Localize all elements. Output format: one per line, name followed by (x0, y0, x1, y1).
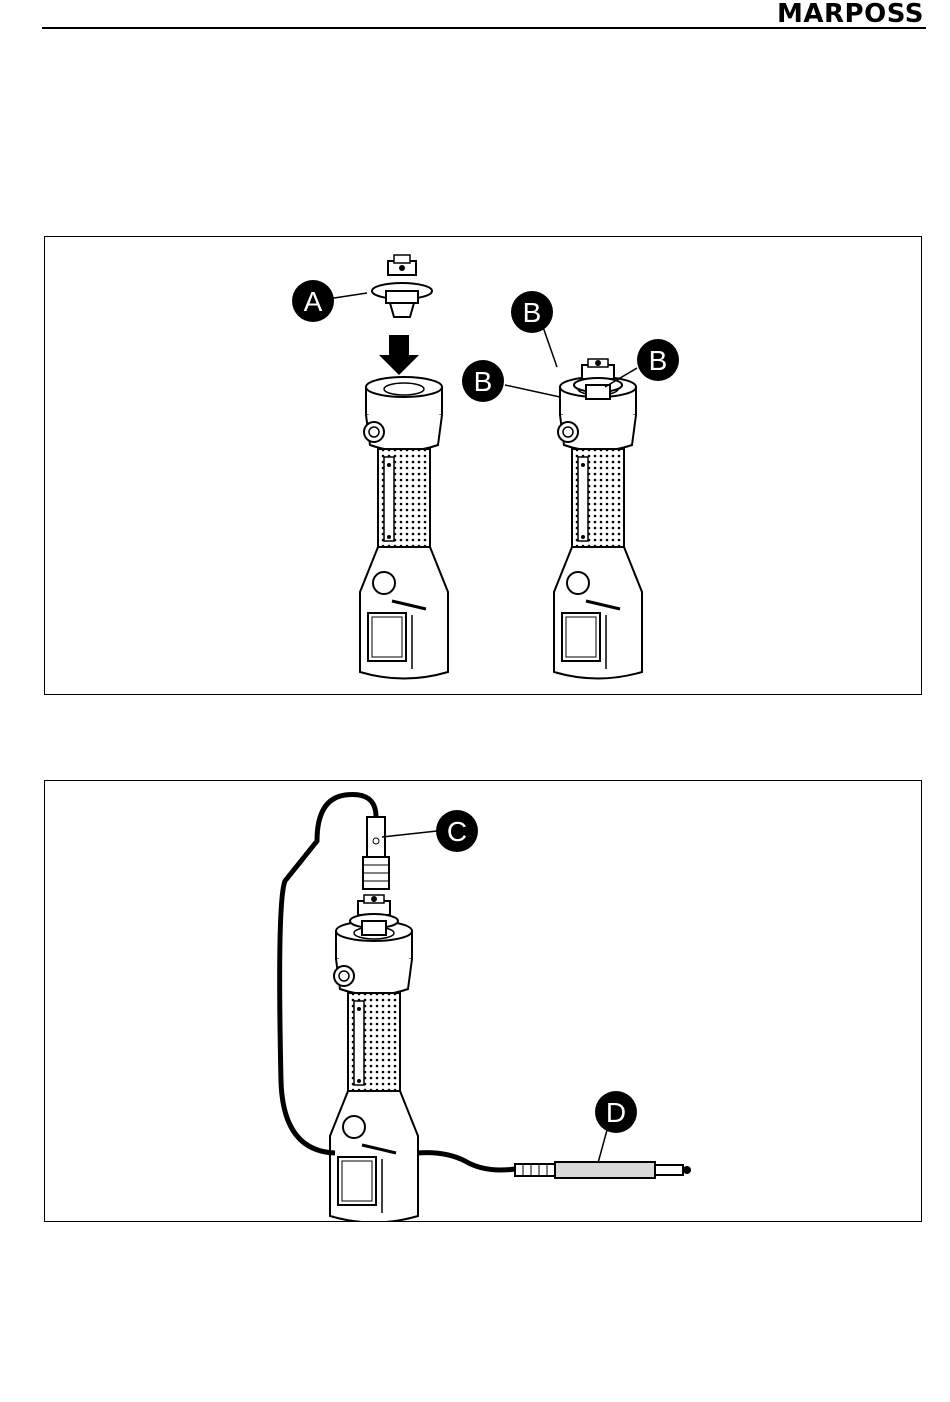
svg-text:B: B (474, 366, 493, 397)
figure-1-illustration: A B B B (45, 237, 921, 694)
device-left (360, 377, 448, 679)
brand-logo: MARPOSS (777, 0, 924, 28)
device-right (554, 377, 642, 679)
figure-2-frame: C D (44, 780, 922, 1222)
adapter-a (372, 255, 432, 317)
callout-b-top: B (511, 291, 553, 333)
svg-text:B: B (523, 297, 542, 328)
svg-text:D: D (606, 1097, 626, 1128)
cable-probe (418, 1153, 517, 1170)
probe-d (515, 1162, 691, 1178)
figure-1-frame: A B B B (44, 236, 922, 695)
svg-text:C: C (447, 816, 467, 847)
callout-c: C (436, 810, 478, 852)
callout-d: D (595, 1091, 637, 1133)
device-connected (330, 921, 418, 1221)
figure-2-illustration: C D (45, 781, 921, 1221)
svg-text:A: A (304, 286, 323, 317)
down-arrow-icon (379, 335, 419, 375)
svg-text:B: B (649, 345, 668, 376)
callout-b-right: B (637, 339, 679, 381)
callout-a: A (292, 280, 334, 322)
callout-b-left: B (462, 360, 504, 402)
connector-c (363, 817, 389, 889)
